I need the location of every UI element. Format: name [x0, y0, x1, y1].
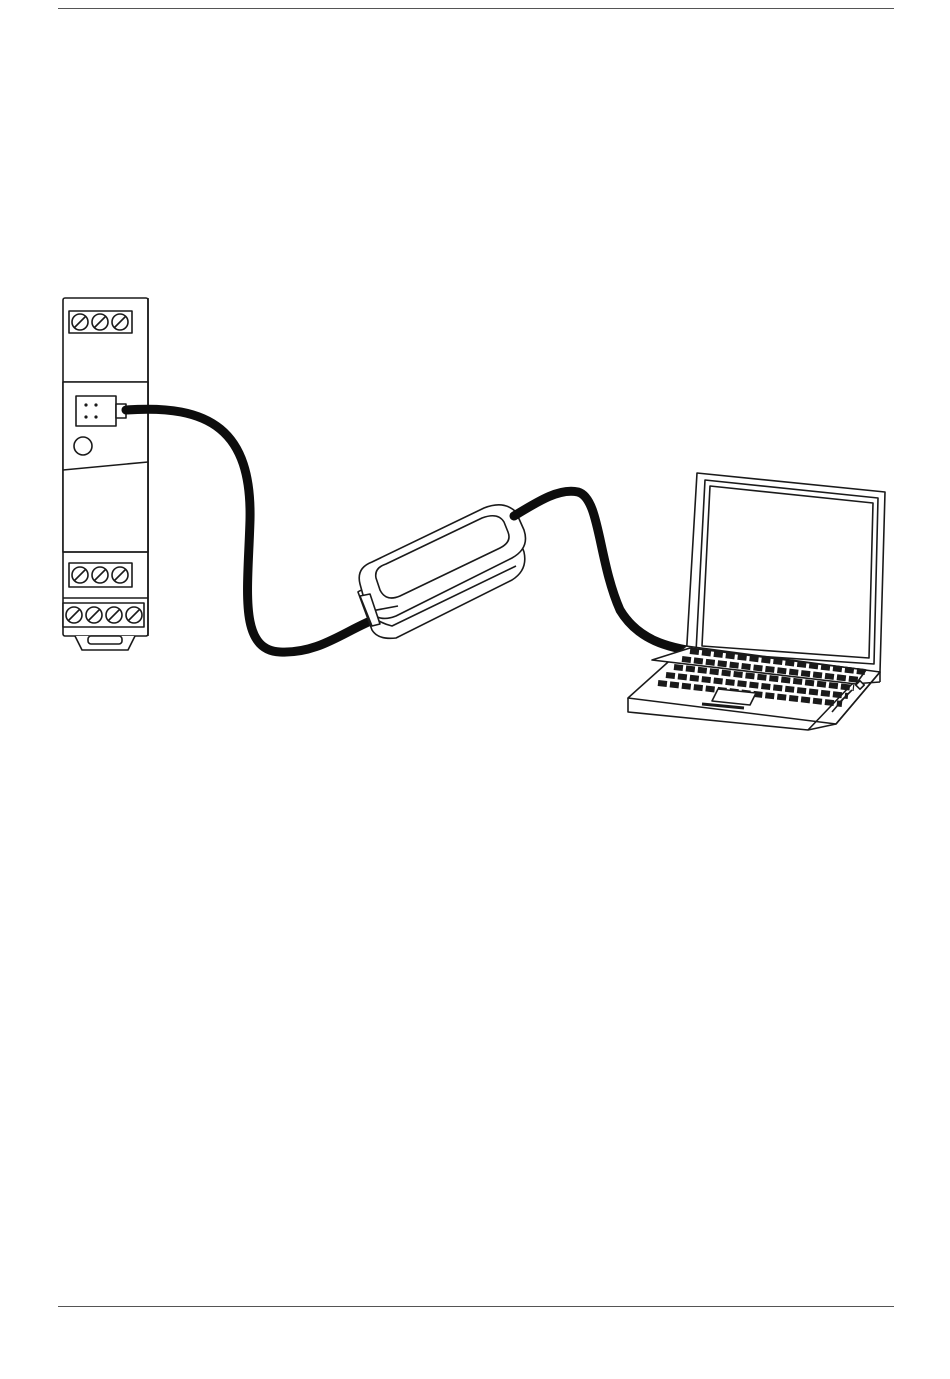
- terminal-screw-icon: [86, 607, 102, 623]
- terminal-screw-icon: [66, 607, 82, 623]
- terminal-screw-icon: [72, 314, 88, 330]
- terminal-screw-icon: [72, 567, 88, 583]
- terminal-screw-icon: [112, 567, 128, 583]
- usb-adapter-icon: [358, 505, 526, 639]
- terminal-screw-icon: [112, 314, 128, 330]
- footer-rule: [58, 1306, 894, 1307]
- cable-adapter-to-laptop: [514, 491, 700, 652]
- terminal-screw-icon: [106, 607, 122, 623]
- laptop-icon: [628, 473, 885, 730]
- terminal-screw-icon: [126, 607, 142, 623]
- terminal-screw-icon: [92, 567, 108, 583]
- indicator-led-icon: [74, 437, 92, 455]
- terminal-screw-icon: [92, 314, 108, 330]
- din-rail-module-icon: [63, 298, 148, 650]
- cable-module-to-adapter: [126, 409, 380, 652]
